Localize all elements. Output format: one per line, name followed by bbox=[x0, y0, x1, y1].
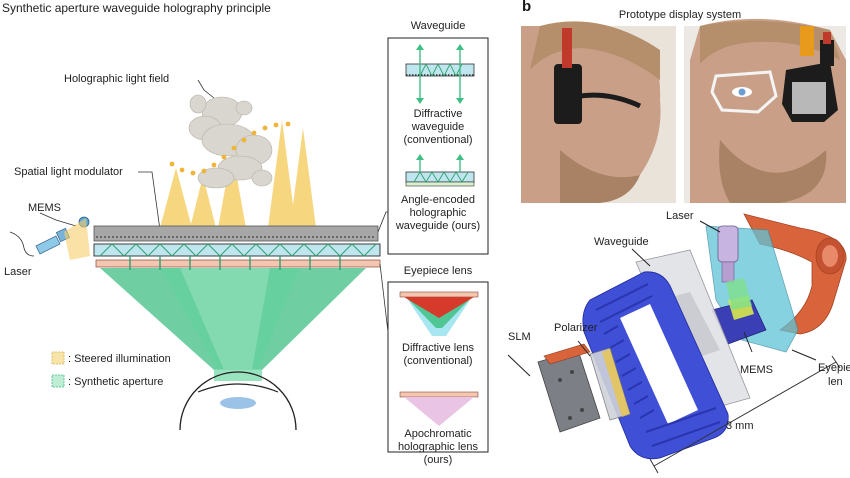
legend-steered-illumination: : Steered illumination bbox=[68, 353, 171, 365]
label-b-eyepiece-line2: len bbox=[828, 376, 843, 388]
eyepiece-lens bbox=[95, 259, 381, 268]
cornea bbox=[197, 383, 279, 393]
label-b-waveguide: Waveguide bbox=[594, 236, 649, 248]
diffractive-lens-icon bbox=[399, 291, 479, 336]
legend-synthetic-swatch bbox=[51, 374, 65, 388]
lens-box-title: Eyepiece lens bbox=[403, 265, 473, 277]
legend-synthetic-aperture: : Synthetic aperture bbox=[68, 376, 164, 388]
label-b-eyepiece: Eyepie bbox=[818, 362, 850, 374]
label-b-laser: Laser bbox=[666, 210, 694, 222]
label-laser: Laser bbox=[4, 266, 32, 278]
frame-ribs bbox=[595, 283, 721, 447]
panel-b-title: Prototype display system bbox=[618, 9, 742, 21]
conventional-waveguide-icon bbox=[405, 44, 475, 104]
panel-b-label: b bbox=[522, 0, 532, 15]
outcoupled-rays bbox=[129, 256, 341, 270]
eye-outline bbox=[179, 371, 297, 431]
label-b-mems: MEMS bbox=[740, 364, 773, 376]
eye-lens bbox=[220, 397, 256, 409]
laser-module bbox=[717, 225, 739, 263]
holographic-light-field-dots bbox=[169, 121, 291, 176]
waveguide-conventional-label: Diffractive waveguide (conventional) bbox=[403, 108, 473, 146]
label-holographic-light-field: Holographic light field bbox=[64, 73, 170, 85]
steered-illumination bbox=[160, 120, 316, 228]
slm-body bbox=[93, 225, 379, 242]
lens-conventional-label: Diffractive lens (conventional) bbox=[402, 342, 474, 367]
lens-ours-label: Apochromatic holographic lens (ours) bbox=[397, 428, 479, 466]
holographic-dragon bbox=[188, 94, 273, 189]
waveguide-box-title: Waveguide bbox=[410, 20, 466, 32]
label-b-slm: SLM bbox=[508, 331, 531, 343]
label-b-polarizer: Polarizer bbox=[554, 322, 598, 334]
scale-bar bbox=[649, 355, 841, 474]
waveguide bbox=[93, 243, 381, 257]
label-mems: MEMS bbox=[28, 202, 61, 214]
panel-b-leaders bbox=[507, 220, 817, 377]
panel-a-title: Synthetic aperture waveguide holography … bbox=[2, 1, 271, 15]
label-b-scale: 3 mm bbox=[726, 420, 754, 432]
holographic-waveguide-icon bbox=[405, 154, 475, 187]
label-spatial-light-modulator: Spatial light modulator bbox=[14, 166, 123, 178]
synthetic-aperture-core bbox=[180, 268, 270, 370]
waveguide-ours-label: Angle-encoded holographic waveguide (our… bbox=[395, 194, 481, 232]
pupil-aperture bbox=[214, 369, 262, 381]
holographic-lens-icon bbox=[399, 391, 479, 426]
laser-body bbox=[35, 235, 61, 255]
legend-steered-swatch bbox=[51, 351, 65, 365]
